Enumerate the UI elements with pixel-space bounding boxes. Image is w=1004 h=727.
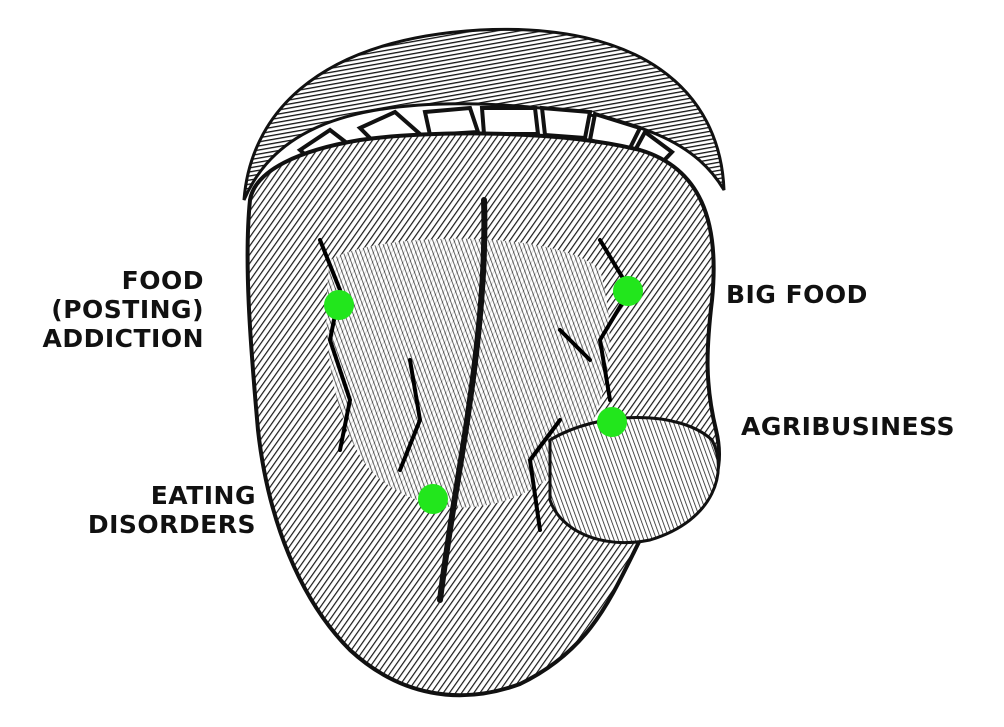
label-food-posting-addiction: FOOD (POSTING) ADDICTION — [42, 266, 204, 353]
label-agribusiness: AGRIBUSINESS — [741, 412, 955, 441]
label-eating-disorders: EATING DISORDERS — [88, 481, 256, 539]
label-line: ADDICTION — [42, 324, 204, 353]
tongue-right-lobe — [548, 416, 720, 545]
median-groove — [437, 197, 488, 603]
label-line: EATING — [150, 481, 256, 510]
label-line: (POSTING) — [51, 295, 204, 324]
marker-big-food — [613, 276, 643, 306]
marker-agribusiness — [597, 407, 627, 437]
label-line: DISORDERS — [87, 510, 256, 539]
marker-food-addiction — [324, 290, 354, 320]
label-line: FOOD — [121, 266, 204, 295]
markers — [324, 276, 643, 514]
tongue-center-texture — [326, 238, 610, 508]
upper-lip — [242, 27, 726, 201]
label-big-food: BIG FOOD — [726, 280, 868, 309]
marker-eating-disorders — [418, 484, 448, 514]
